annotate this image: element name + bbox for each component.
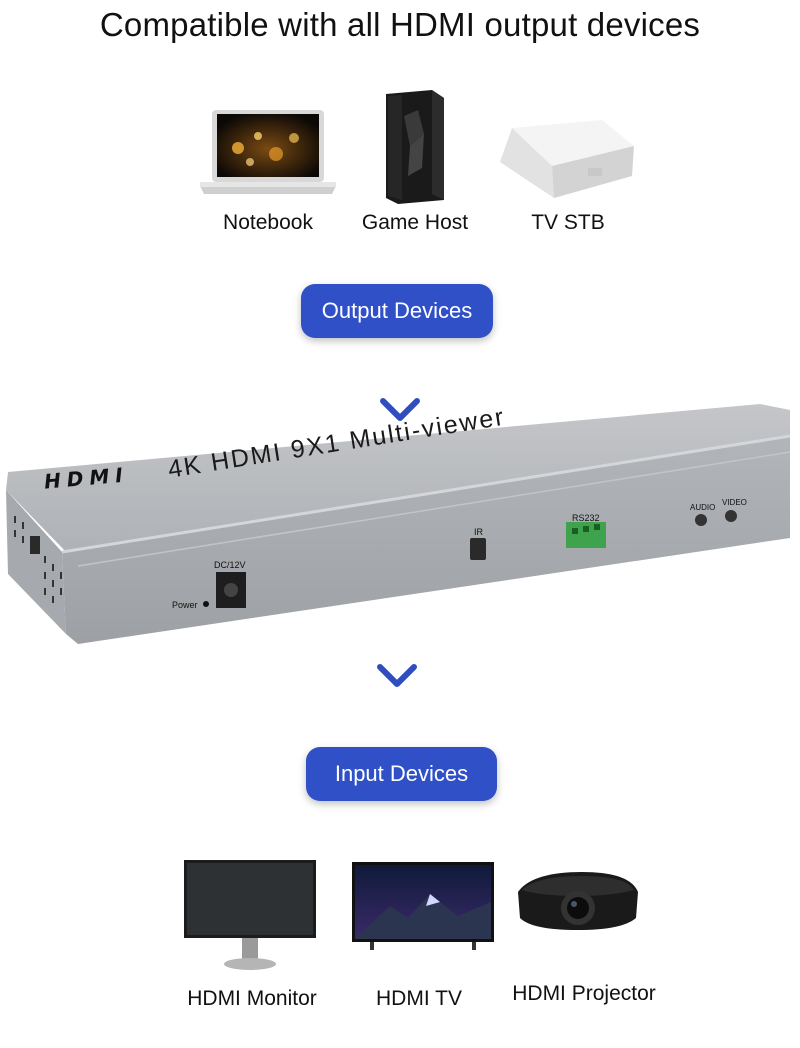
game-host-label: Game Host — [361, 211, 469, 234]
hdmi-projector-image — [512, 866, 642, 934]
multiviewer-device — [0, 396, 800, 656]
hdmi-tv-label: HDMI TV — [376, 987, 462, 1010]
ir-label: IR — [474, 527, 483, 537]
projector-icon — [518, 872, 638, 930]
notebook-icon — [200, 110, 336, 194]
power-label: Power — [172, 600, 198, 610]
dc-12v-label: DC/12V — [214, 560, 246, 570]
down-chevron-icon — [380, 398, 420, 429]
output-devices-badge: Output Devices — [301, 284, 493, 338]
video-label: VIDEO — [722, 498, 747, 507]
tv-stb-label: TV STB — [531, 211, 605, 234]
hdmi-monitor-label: HDMI Monitor — [187, 987, 317, 1010]
game-console-icon — [386, 90, 444, 204]
down-chevron-icon — [377, 664, 417, 695]
input-devices-badge: Input Devices — [306, 747, 497, 801]
notebook-label: Notebook — [223, 211, 313, 234]
audio-label: AUDIO — [690, 503, 716, 512]
hdmi-tv-image — [350, 860, 496, 952]
tv-stb-image — [492, 118, 638, 202]
notebook-image — [198, 108, 338, 200]
monitor-icon — [184, 860, 316, 970]
hdmi-projector-label: HDMI Projector — [512, 982, 656, 1005]
rs232-label: RS232 — [572, 513, 600, 523]
headline: Compatible with all HDMI output devices — [99, 6, 701, 43]
set-top-box-icon — [500, 120, 634, 198]
hdmi-monitor-image — [182, 858, 318, 974]
game-host-image — [378, 88, 452, 206]
tv-icon — [352, 862, 494, 950]
